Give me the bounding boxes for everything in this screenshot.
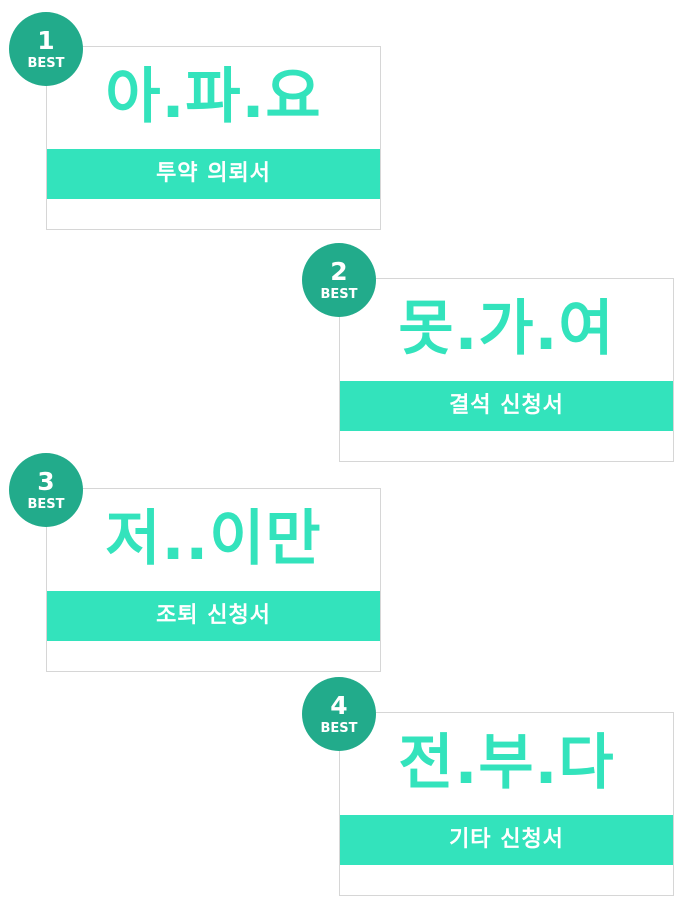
card-headline: 못.가.여 [398,294,615,364]
rank-number: 3 [37,467,55,496]
form-card-early-leave[interactable]: 저..이만 조퇴 신청서 [46,488,381,672]
rank-badge: 3 BEST [9,453,83,527]
card-label-button[interactable]: 조퇴 신청서 [47,591,380,641]
rank-badge: 1 BEST [9,12,83,86]
form-card-other[interactable]: 전.부.다 기타 신청서 [339,712,674,896]
rank-number: 1 [37,26,55,55]
best-tag: BEST [27,56,65,71]
rank-badge: 2 BEST [302,243,376,317]
card-headline: 전.부.다 [398,728,615,798]
card-headline: 아.파.요 [105,62,322,132]
best-tag: BEST [320,287,358,302]
form-card-absence[interactable]: 못.가.여 결석 신청서 [339,278,674,462]
rank-number: 4 [330,691,348,720]
card-label-button[interactable]: 기타 신청서 [340,815,673,865]
form-card-medication[interactable]: 아.파.요 투약 의뢰서 [46,46,381,230]
card-label-button[interactable]: 투약 의뢰서 [47,149,380,199]
card-label-button[interactable]: 결석 신청서 [340,381,673,431]
rank-badge: 4 BEST [302,677,376,751]
rank-number: 2 [330,257,348,286]
best-tag: BEST [320,721,358,736]
card-headline: 저..이만 [105,504,322,574]
best-tag: BEST [27,497,65,512]
